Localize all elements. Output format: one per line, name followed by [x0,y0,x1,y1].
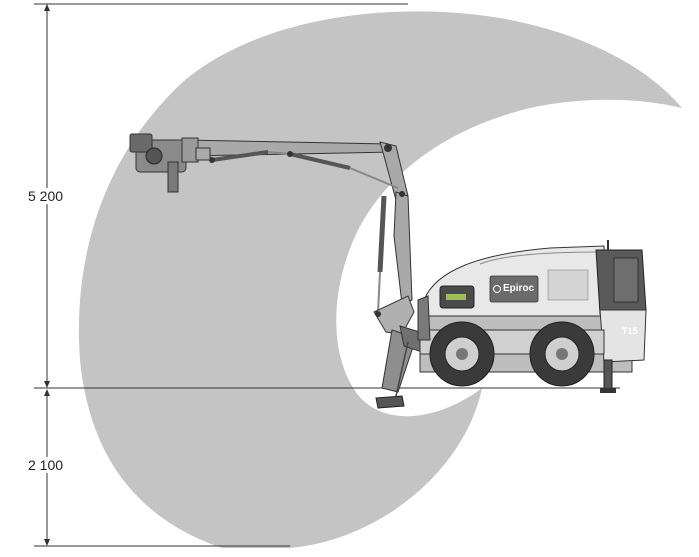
panel-text: FLEXIROC [482,281,487,302]
upper-cylinder-2-rod [349,167,399,189]
epiroc-logo-icon [493,284,501,293]
depth-dimension-label: 2 100 [26,457,66,473]
drill-head-motor [129,133,153,153]
hood-seam [479,251,601,265]
upper-cylinder-1 [211,150,269,162]
drill-head-hub [145,147,163,165]
rear-jack [603,359,613,391]
feed-hose [395,341,409,397]
height-dimension-label: 5 200 [26,188,66,204]
drill-head-bracket [195,147,211,161]
brand-name: Epiroc [503,283,535,294]
boom-pivot-2 [287,151,293,157]
height-arrow-bottom [44,381,50,388]
depth-arrow-top [44,389,50,396]
rear-hub [556,348,568,360]
linkage-pivot [375,311,381,317]
boom-pivot-4 [399,191,405,197]
brand-logo-group: Epiroc [493,283,534,294]
brand-panel [489,275,539,303]
front-wheel [429,321,495,387]
power-pack-grille [613,257,639,303]
boom-pivot-3 [384,144,392,152]
rear-wheel [529,321,595,387]
front-guard [417,295,431,341]
boom-lower-arm [393,191,413,305]
height-arrow-top [44,4,50,11]
drill-head [129,133,211,193]
boom-assembly [182,139,415,335]
boom-linkage [373,295,415,335]
depth-arrow-bottom [44,539,50,546]
control-buttons [446,294,466,300]
model-label: T15 [622,326,638,336]
feed-foot [375,395,405,409]
rear-jack-pad [600,388,616,393]
rear-panel [599,309,647,363]
drill-head-rod [167,161,179,193]
upper-cylinder-2 [289,152,351,170]
upper-cylinder-1-rod [267,151,291,155]
side-vent [547,269,589,301]
lower-cylinder-rod [377,271,381,313]
lower-cylinder [377,195,387,273]
front-hub [456,348,468,360]
